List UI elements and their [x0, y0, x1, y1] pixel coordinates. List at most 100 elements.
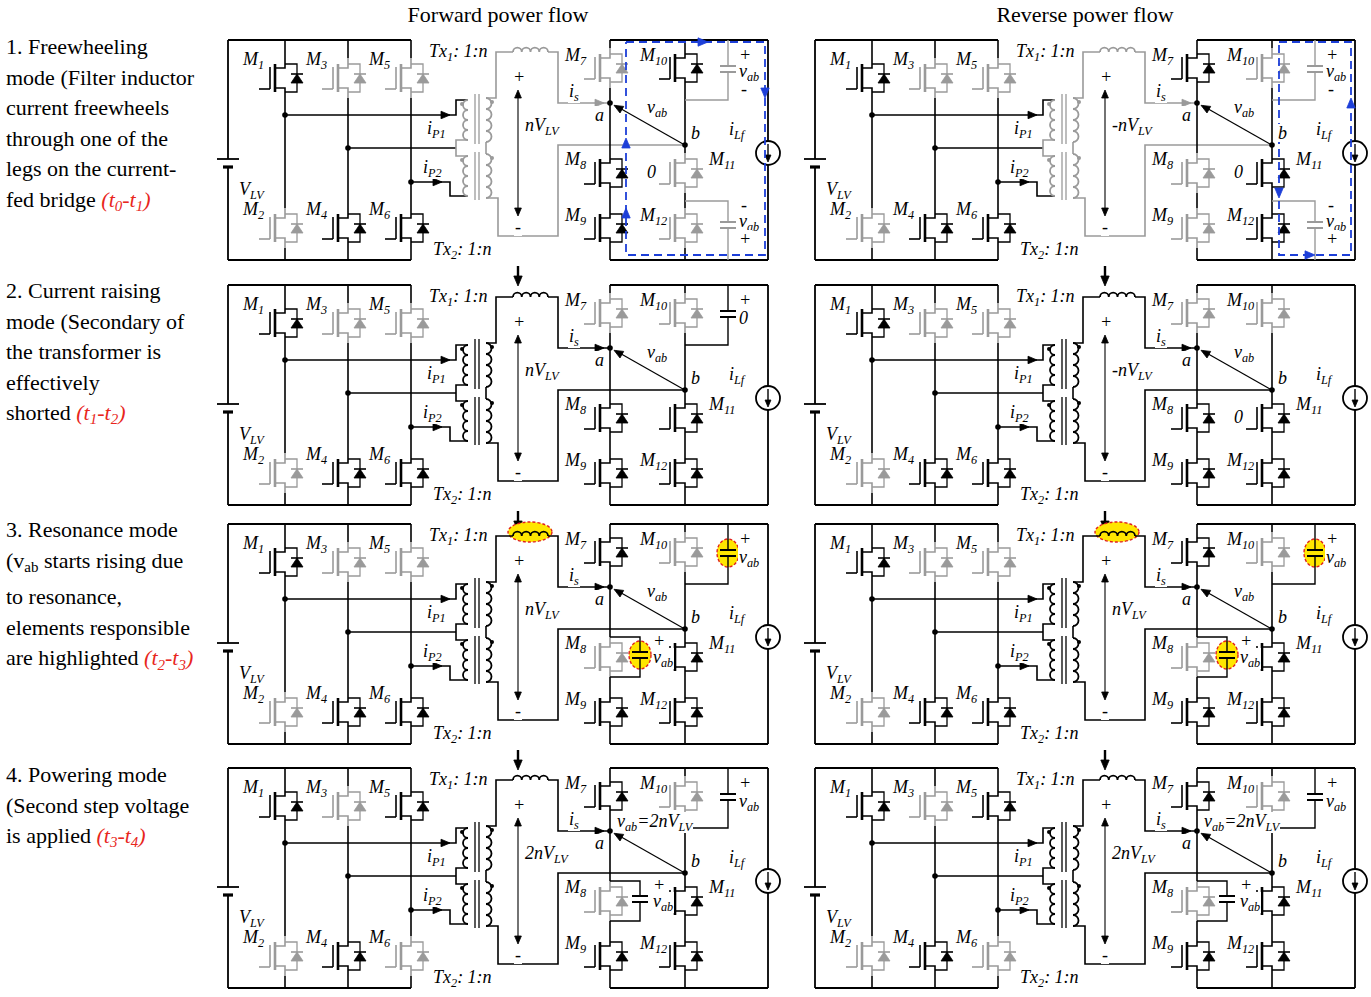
mosfet-symbol [400, 309, 403, 337]
mosfet-symbol [594, 701, 596, 723]
mosfet-symbol [1262, 881, 1272, 891]
subscript: P2 [1015, 650, 1029, 664]
symbol-base: M [1152, 529, 1167, 549]
mosfet-symbol [972, 88, 983, 90]
symbol-base: M [306, 683, 321, 703]
converter-circuit [217, 285, 780, 531]
leg-wire [997, 732, 999, 744]
symbol-base: V [239, 907, 250, 927]
mosfet-symbol [1256, 541, 1258, 563]
subscript: LV [250, 433, 264, 447]
dc-rail [610, 504, 768, 506]
primary-wire [348, 392, 456, 394]
mosfet-symbol [275, 722, 285, 732]
mosfet-symbol [856, 795, 858, 817]
subscript: P2 [428, 411, 442, 425]
mosfet-symbol [275, 786, 285, 796]
transformer-winding [486, 98, 492, 142]
symbol-base: Tx [1020, 967, 1038, 987]
mosfet-symbol [674, 54, 677, 82]
symbol-base: M [1227, 773, 1242, 793]
mosfet-symbol [338, 238, 348, 248]
transformer-core [1065, 94, 1066, 144]
symbol-base: M [243, 294, 258, 314]
arrow-head [441, 356, 450, 364]
subscript: ab [747, 556, 759, 570]
transformer-core [1061, 822, 1062, 872]
circuit-label: b [690, 369, 701, 387]
capacitor-symbol [720, 549, 736, 551]
mosfet-symbol [337, 942, 340, 970]
mosfet-symbol [1186, 538, 1189, 566]
symbol-base: i [1014, 602, 1019, 622]
mosfet-symbol [385, 88, 396, 90]
mosfet-symbol [919, 67, 921, 89]
junction-dot [607, 345, 613, 351]
diode-symbol [1278, 469, 1290, 478]
mosfet-symbol [861, 309, 864, 337]
diode-symbol [616, 951, 628, 953]
text-run: : 1:n [453, 769, 488, 789]
subscript: 9 [1167, 214, 1173, 228]
circuit-label: VLV [825, 425, 852, 446]
secondary-wire [1073, 536, 1100, 582]
diode-symbol [354, 224, 366, 233]
mosfet-symbol [599, 698, 602, 726]
arrow-head [514, 276, 522, 286]
subscript: 10 [1242, 54, 1254, 68]
diode-symbol [1278, 896, 1290, 898]
mosfet-symbol [338, 692, 348, 702]
primary-wire [935, 631, 1043, 633]
subscript: LV [250, 188, 264, 202]
leg-wire [347, 524, 349, 542]
primary-wire [872, 828, 1055, 843]
circuit-label: a [594, 834, 605, 852]
text-run: - [515, 945, 521, 965]
symbol-base: M [243, 49, 258, 69]
mosfet-symbol [1186, 404, 1189, 432]
subscript: P2 [1015, 411, 1029, 425]
mosfet-symbol [594, 945, 596, 967]
symbol-base: Tx [1016, 286, 1034, 306]
leg-wire [871, 248, 873, 260]
mosfet-symbol [332, 551, 334, 573]
diode-symbol [691, 548, 703, 557]
circuit-label: VLV [825, 180, 852, 201]
circuit-label: iP2 [1009, 403, 1030, 424]
diode-symbol [1278, 897, 1290, 906]
symbol-base: M [1227, 290, 1242, 310]
mosfet-symbol [600, 881, 610, 891]
symbol-base: M [306, 199, 321, 219]
circuit-label: M5 [368, 295, 391, 316]
mosfet-symbol [675, 483, 685, 493]
symbol-base: v [739, 61, 747, 81]
symbol-base: M [709, 633, 724, 653]
diode-symbol [1004, 74, 1016, 83]
mosfet-symbol [1256, 407, 1258, 429]
circuit-label: M4 [892, 684, 915, 705]
symbol-base: V [534, 599, 545, 619]
mosfet-symbol [1256, 302, 1258, 324]
diode-symbol [1203, 468, 1215, 470]
symbol-base: M [306, 444, 321, 464]
primary-wire [935, 147, 1043, 149]
mosfet-symbol [925, 692, 935, 702]
leg-wire [871, 285, 873, 303]
symbol-base: i [1156, 565, 1161, 585]
voltage-arrow [517, 822, 518, 940]
diode-symbol [354, 223, 366, 225]
circuit-label: M11 [708, 395, 736, 416]
dc-rail [767, 649, 769, 744]
mosfet-symbol [259, 816, 270, 818]
mosfet-symbol [856, 312, 858, 334]
current-loop [1279, 42, 1351, 255]
circuit-label: iP1 [426, 847, 447, 868]
arrow-head [441, 111, 450, 119]
mosfet-symbol [401, 88, 411, 98]
symbol-base: Tx [1020, 484, 1038, 504]
subscript: ab [747, 70, 759, 84]
transformer-core [1065, 880, 1066, 928]
mosfet-symbol [856, 945, 858, 967]
diode-symbol [1278, 652, 1290, 654]
diode-symbol [616, 791, 628, 793]
